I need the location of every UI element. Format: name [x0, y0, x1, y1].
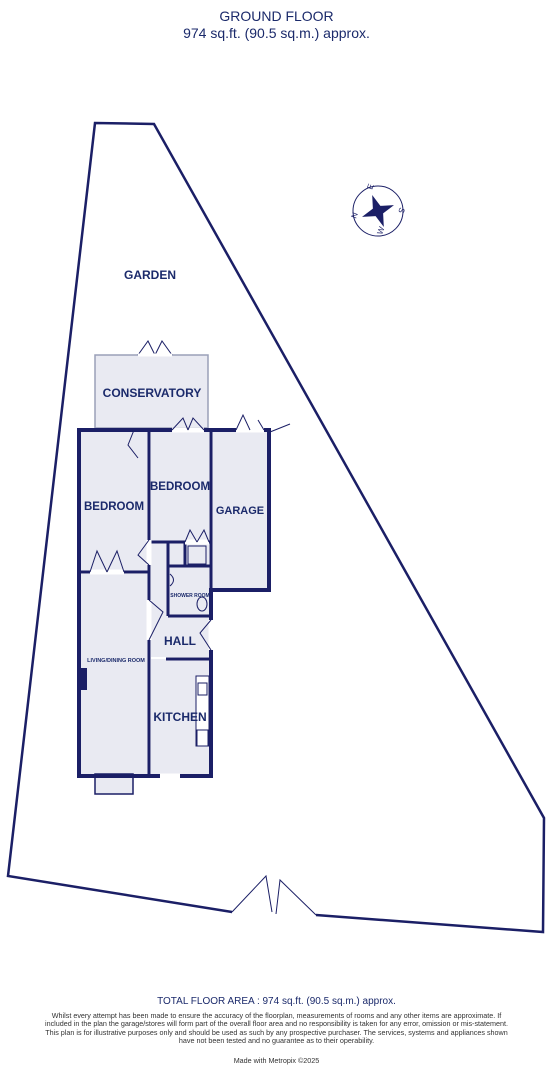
gate-gap [231, 909, 317, 918]
living-dining-room [79, 574, 149, 774]
made-with-text: Made with Metropix ©2025 [233, 1056, 320, 1065]
label-garden: GARDEN [124, 268, 176, 282]
label-living-dining: LIVING/DINING ROOM [87, 658, 145, 664]
label-shower-room: SHOWER ROOM [170, 593, 209, 599]
hob [196, 729, 209, 747]
basin [169, 573, 174, 587]
bedroom-right-room [151, 430, 209, 542]
garden-boundary [6, 121, 546, 934]
conservatory-room [94, 354, 209, 429]
compass-s: S [396, 206, 406, 214]
floor-area: 974 sq.ft. (90.5 sq.m.) approx. [183, 25, 370, 41]
gate-door-right [275, 878, 317, 916]
shower-tray [187, 545, 207, 565]
label-garage: GARAGE [216, 505, 264, 517]
compass-icon: N E S W [349, 183, 407, 237]
disclaimer-text: Whilst every attempt has been made to en… [44, 1011, 509, 1046]
gate-door-left [231, 874, 273, 913]
toilet [196, 596, 208, 612]
label-bedroom-left: BEDROOM [84, 501, 144, 513]
hall-room [151, 542, 209, 657]
floor-title: GROUND FLOOR [219, 8, 334, 24]
label-conservatory: CONSERVATORY [103, 386, 202, 400]
label-bedroom-right: BEDROOM [150, 481, 210, 493]
compass-e: E [365, 183, 375, 191]
fireplace [79, 668, 87, 690]
garage-room [211, 430, 269, 590]
compass-w: W [375, 225, 386, 236]
label-kitchen: KITCHEN [153, 710, 206, 724]
label-hall: HALL [164, 634, 196, 648]
compass-n: N [349, 211, 360, 220]
bedroom-left-room [79, 430, 149, 572]
total-floor-area: TOTAL FLOOR AREA : 974 sq.ft. (90.5 sq.m… [157, 996, 396, 1007]
sink [197, 682, 208, 696]
